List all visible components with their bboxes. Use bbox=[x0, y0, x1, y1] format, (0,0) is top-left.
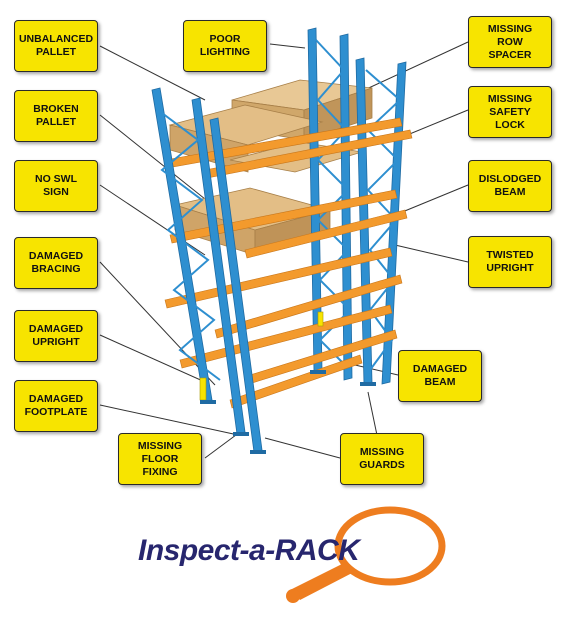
front-bracing bbox=[157, 109, 221, 381]
callout-damaged-beam: DAMAGED BEAM bbox=[398, 350, 482, 402]
callout-missing-row-spacer: MISSING ROW SPACER bbox=[468, 16, 552, 68]
callout-damaged-bracing: DAMAGED BRACING bbox=[14, 237, 98, 289]
magnifying-glass-icon bbox=[286, 506, 446, 603]
callout-missing-guards: MISSING GUARDS bbox=[340, 433, 424, 485]
callout-dislodged-beam: DISLODGED BEAM bbox=[468, 160, 552, 212]
footplates bbox=[200, 370, 376, 454]
callout-damaged-footplate: DAMAGED FOOTPLATE bbox=[14, 380, 98, 432]
callout-missing-safety-lock: MISSING SAFETY LOCK bbox=[468, 86, 552, 138]
callout-broken-pallet: BROKEN PALLET bbox=[14, 90, 98, 142]
logo-text: Inspect-a-RACK bbox=[138, 534, 360, 567]
callout-poor-lighting: POOR LIGHTING bbox=[183, 20, 267, 72]
callout-damaged-upright: DAMAGED UPRIGHT bbox=[14, 310, 98, 362]
callout-no-swl-sign: NO SWL SIGN bbox=[14, 160, 98, 212]
callout-twisted-upright: TWISTED UPRIGHT bbox=[468, 236, 552, 288]
callout-missing-floor-fixing: MISSING FLOOR FIXING bbox=[118, 433, 202, 485]
callout-unbalanced-pallet: UNBALANCED PALLET bbox=[14, 20, 98, 72]
inspect-a-rack-logo: Inspect-a-RACK bbox=[128, 498, 458, 610]
beams bbox=[164, 117, 413, 409]
